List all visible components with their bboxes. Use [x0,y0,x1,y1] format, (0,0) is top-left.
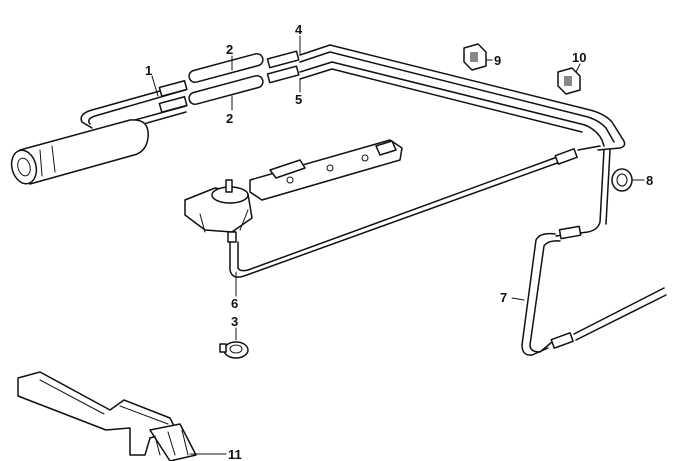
fuel-filter-cylinder[interactable] [8,119,149,187]
callout-3: 3 [231,314,238,329]
fuel-line-upper-pair[interactable] [266,44,626,151]
clip-9[interactable] [463,43,487,71]
fuel-rail[interactable] [249,139,403,201]
mounting-bracket[interactable] [17,371,197,461]
callout-10: 10 [572,50,586,65]
hose-clamp[interactable] [219,341,249,359]
clip-10[interactable] [557,67,581,95]
leader-lines [151,35,645,455]
callout-2-top: 2 [226,42,233,57]
callout-11: 11 [228,447,242,461]
callout-4: 4 [295,22,303,37]
callout-7: 7 [500,290,507,305]
hose-pair[interactable] [188,52,265,106]
callout-6: 6 [231,296,238,311]
fuel-line-lower-loop[interactable] [521,149,667,356]
callout-8: 8 [646,173,653,188]
pressure-regulator[interactable] [184,179,253,243]
callout-5: 5 [295,92,302,107]
fuel-line-front-pair[interactable] [80,80,188,131]
fuel-line-return[interactable] [229,145,601,278]
grommet[interactable] [611,168,633,192]
callout-9: 9 [494,53,501,68]
callout-labels: 1 2 2 3 4 5 6 7 8 9 10 11 [145,22,653,461]
callout-2-bottom: 2 [226,111,233,126]
callout-1: 1 [145,63,152,78]
